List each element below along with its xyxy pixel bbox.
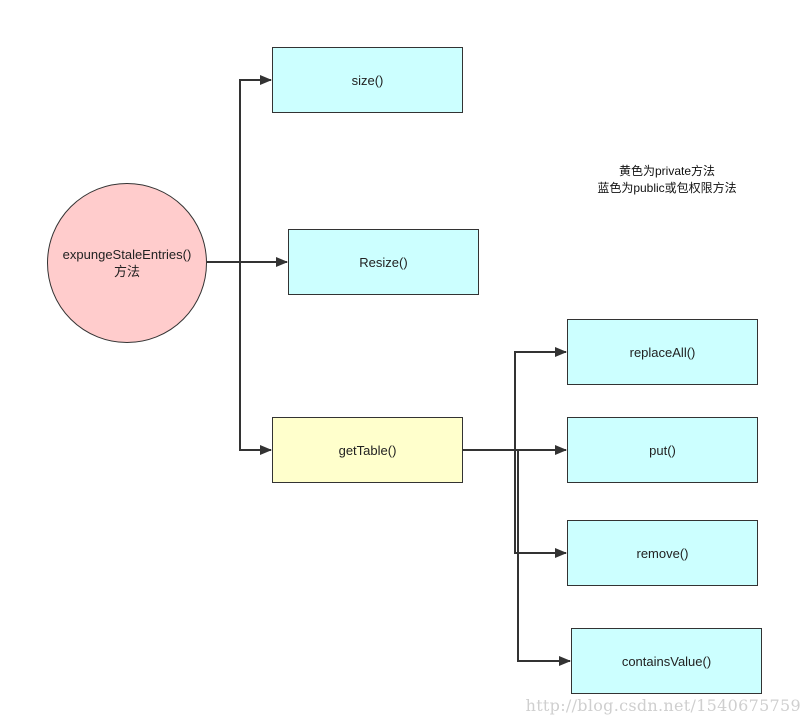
node-remove-label: remove() (636, 545, 689, 561)
node-replaceall: replaceAll() (567, 319, 758, 385)
watermark-url: http://blog.csdn.net/1540675759 (525, 696, 801, 715)
node-put-label: put() (649, 442, 676, 458)
node-size: size() (272, 47, 463, 113)
edge-gettable-to-replaceall (463, 347, 567, 451)
edge-root-to-gettable (239, 262, 272, 455)
legend-private-line: 黄色为private方法 (618, 164, 716, 178)
legend-public-line: 蓝色为public或包权限方法 (597, 181, 737, 195)
node-gettable: getTable() (272, 417, 463, 483)
node-gettable-label: getTable() (338, 442, 397, 458)
edge-gettable-to-remove (514, 450, 567, 558)
color-legend: 黄色为private方法 蓝色为public或包权限方法 (572, 163, 762, 197)
node-containsvalue-label: containsValue() (621, 653, 712, 669)
node-put: put() (567, 417, 758, 483)
edge-gettable-to-containsvalue (517, 450, 571, 666)
node-containsvalue: containsValue() (571, 628, 762, 694)
node-resize: Resize() (288, 229, 479, 295)
root-node-label-line1: expungeStaleEntries() (62, 247, 192, 262)
root-node-expungestaleentries: expungeStaleEntries() 方法 (47, 183, 207, 343)
edge-root-to-size (207, 75, 272, 263)
node-replaceall-label: replaceAll() (629, 344, 696, 360)
node-size-label: size() (351, 72, 384, 88)
root-node-label-line2: 方法 (113, 264, 140, 279)
node-resize-label: Resize() (359, 254, 408, 270)
node-remove: remove() (567, 520, 758, 586)
